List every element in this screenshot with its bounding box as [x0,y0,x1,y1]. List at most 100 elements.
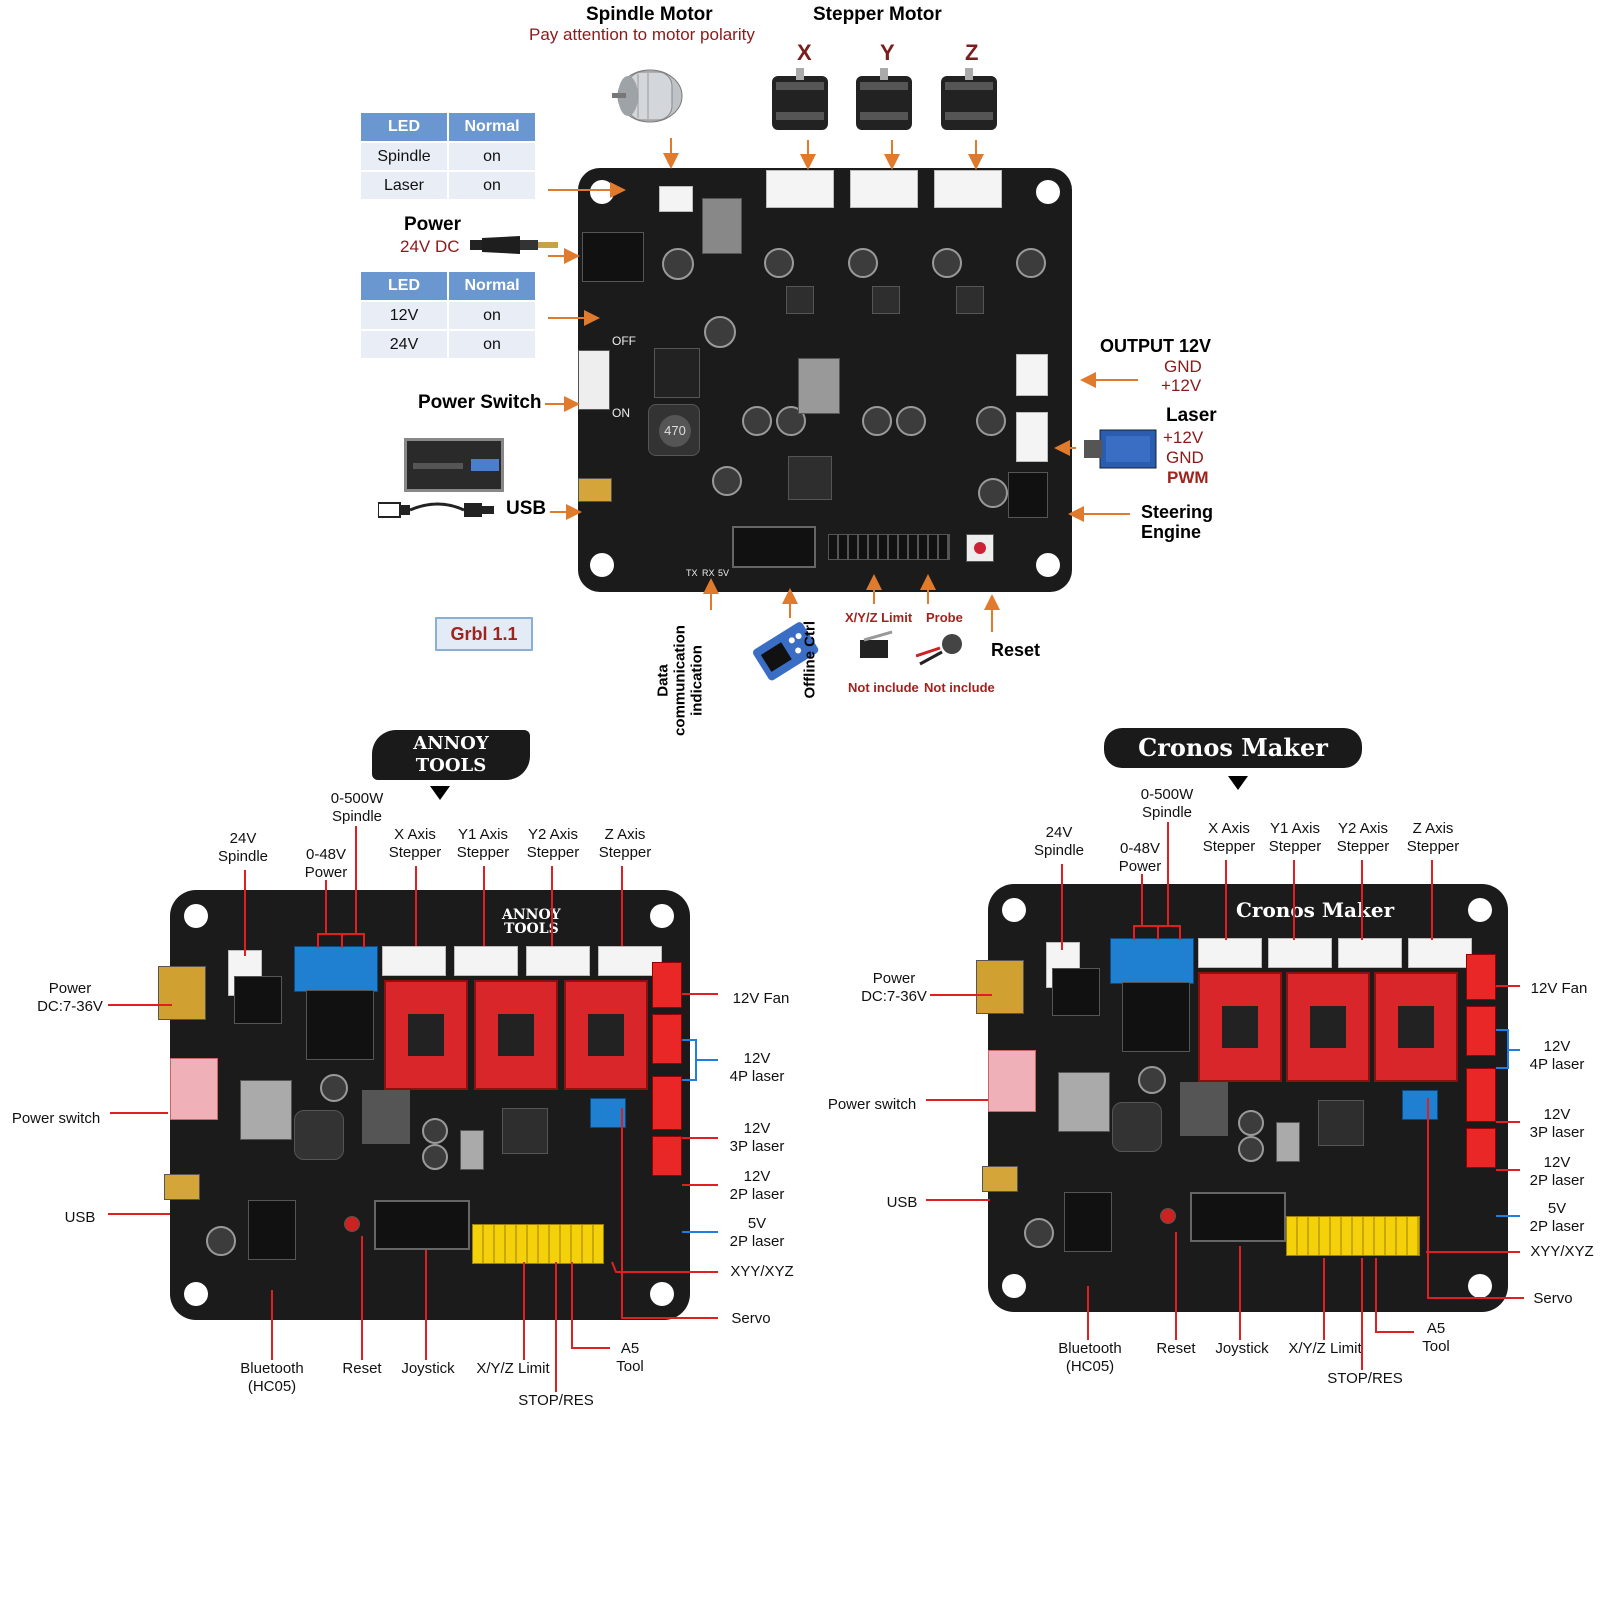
label-line: Stepper [598,844,652,861]
limit-yellow-header [472,1224,604,1264]
label-line: 0-500W [330,790,384,807]
y2-axis-connector [526,946,590,976]
top-arrows [545,138,1138,632]
label-line: Y2 Axis [527,826,579,843]
usb-port [164,1174,200,1200]
laser-label: Laser [1166,405,1217,426]
switch-on-mark: ON [612,406,630,420]
label-line: Tool [1422,1338,1450,1355]
capacitor [1024,1218,1054,1248]
bluetooth-header [248,1200,296,1260]
power-transistor [362,1090,410,1144]
stop-res-label: STOP/RES [518,1392,594,1409]
offline-controller-icon [748,616,822,692]
label-line: 0-48V [305,846,347,863]
joystick-label: Joystick [1215,1340,1269,1357]
limit-switch-icon [856,630,896,666]
pin-rx: RX [702,568,715,578]
label-line: 24V [1045,824,1073,841]
laser-3p-connector [1466,1068,1496,1122]
mosfet [1052,968,1100,1016]
joystick-header [374,1200,470,1250]
main-pcb-board: 470 OFF ON TX RX 5V [578,168,1072,592]
capacitor [896,406,926,436]
output-gnd-label: GND [1164,357,1202,376]
stepper-motor-z-icon [937,68,1001,134]
capacitor [422,1144,448,1170]
laser-4p-connector [652,1014,682,1064]
capacitor [1238,1136,1264,1162]
down-triangle-icon [1228,776,1248,790]
power-terminal-block [1110,938,1194,984]
led-cell: Laser [361,172,447,199]
x-axis-connector [1198,938,1262,968]
mosfet [702,198,742,254]
fan-12v-label: 12V Fan [1530,980,1588,997]
label-line: Spindle [1033,842,1085,859]
xyy-xyz-label: XYY/XYZ [730,1263,794,1280]
reset-button-part [344,1216,360,1232]
axis-label-z: Z [965,40,979,65]
label-line: 12V [1543,1106,1571,1123]
probe-icon [915,630,970,670]
stepper-driver-y2 [564,980,648,1090]
board-logo: Cronos Maker [1236,898,1395,922]
power-label: Power [404,214,462,235]
capacitor [742,406,772,436]
crystal [1276,1122,1300,1162]
label-line: Bluetooth [240,1360,304,1377]
reset-label: Reset [342,1360,382,1377]
spindle-motor-title: Spindle Motor [586,4,713,25]
capacitor [978,478,1008,508]
limit-yellow-header [1286,1216,1420,1256]
pin-tx: TX [686,568,698,578]
label-line: 2P laser [1529,1172,1585,1189]
usb-cable-icon [377,498,496,522]
label-line: 12V [1543,1038,1571,1055]
regulator-heatsink [240,1080,292,1140]
annoy-tools-logo: ANNOY TOOLS [372,730,530,780]
power-switch-label: Power switch [827,1096,917,1113]
y2-axis-connector [1338,938,1402,968]
inductor-mark: 470 [659,415,691,447]
led-cell: on [449,143,535,170]
switch-off-mark: OFF [612,334,636,348]
bluetooth-label: Bluetooth(HC05) [236,1360,308,1396]
label-line: A5 [1426,1320,1446,1337]
label-line: 4P laser [729,1068,785,1085]
power-switch-part [578,350,610,410]
led-header: LED [361,272,447,300]
laser-terminal [1402,1090,1438,1120]
normal-header: Normal [449,272,535,300]
capacitor [206,1226,236,1256]
output-12v-pin-label: +12V [1161,376,1202,395]
stepper-driver-ic-y [872,286,900,314]
capacitor [422,1118,448,1144]
inductor [1112,1102,1162,1152]
mosfet [234,976,282,1024]
spindle-connector [659,186,693,212]
pin-5v: 5V [718,568,730,578]
label-line: ANNOY [502,907,561,923]
regulator-module [1122,982,1190,1052]
label-line: Z Axis [604,826,646,843]
stepper-motor-title: Stepper Motor [813,4,942,25]
stepper-motor-y-icon [852,68,916,134]
limit-label: X/Y/Z Limit [476,1360,550,1377]
usb-label: USB [64,1209,96,1226]
power-24v-label: 24V DC [400,237,460,256]
label-line: 5V [747,1215,767,1232]
label-line: Bluetooth [1058,1340,1122,1357]
label-line: TOOLS [503,921,559,937]
